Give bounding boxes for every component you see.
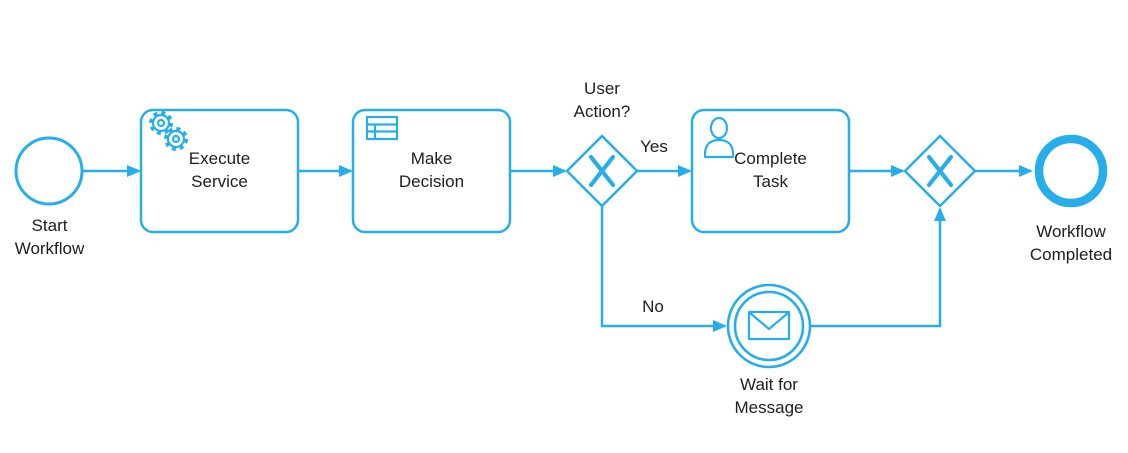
x-marker-icon [588,154,616,188]
envelope-icon [747,310,791,341]
start-event-shape[interactable] [14,136,84,206]
flow-wait-for-message-to-merge-gateway[interactable] [810,207,946,328]
execute-service-task-shape[interactable] [139,108,300,234]
x-marker-icon [926,154,954,188]
flow-no-to-wait-for-message[interactable] [600,206,727,332]
person-icon [703,116,735,159]
make-decision-task-shape[interactable] [351,108,512,234]
complete-task-shape[interactable] [690,108,851,234]
gears-icon [149,111,188,151]
end-event-shape[interactable] [1034,134,1108,208]
wait-for-message-event-shape[interactable] [726,283,812,369]
decision-table-icon [365,115,399,141]
